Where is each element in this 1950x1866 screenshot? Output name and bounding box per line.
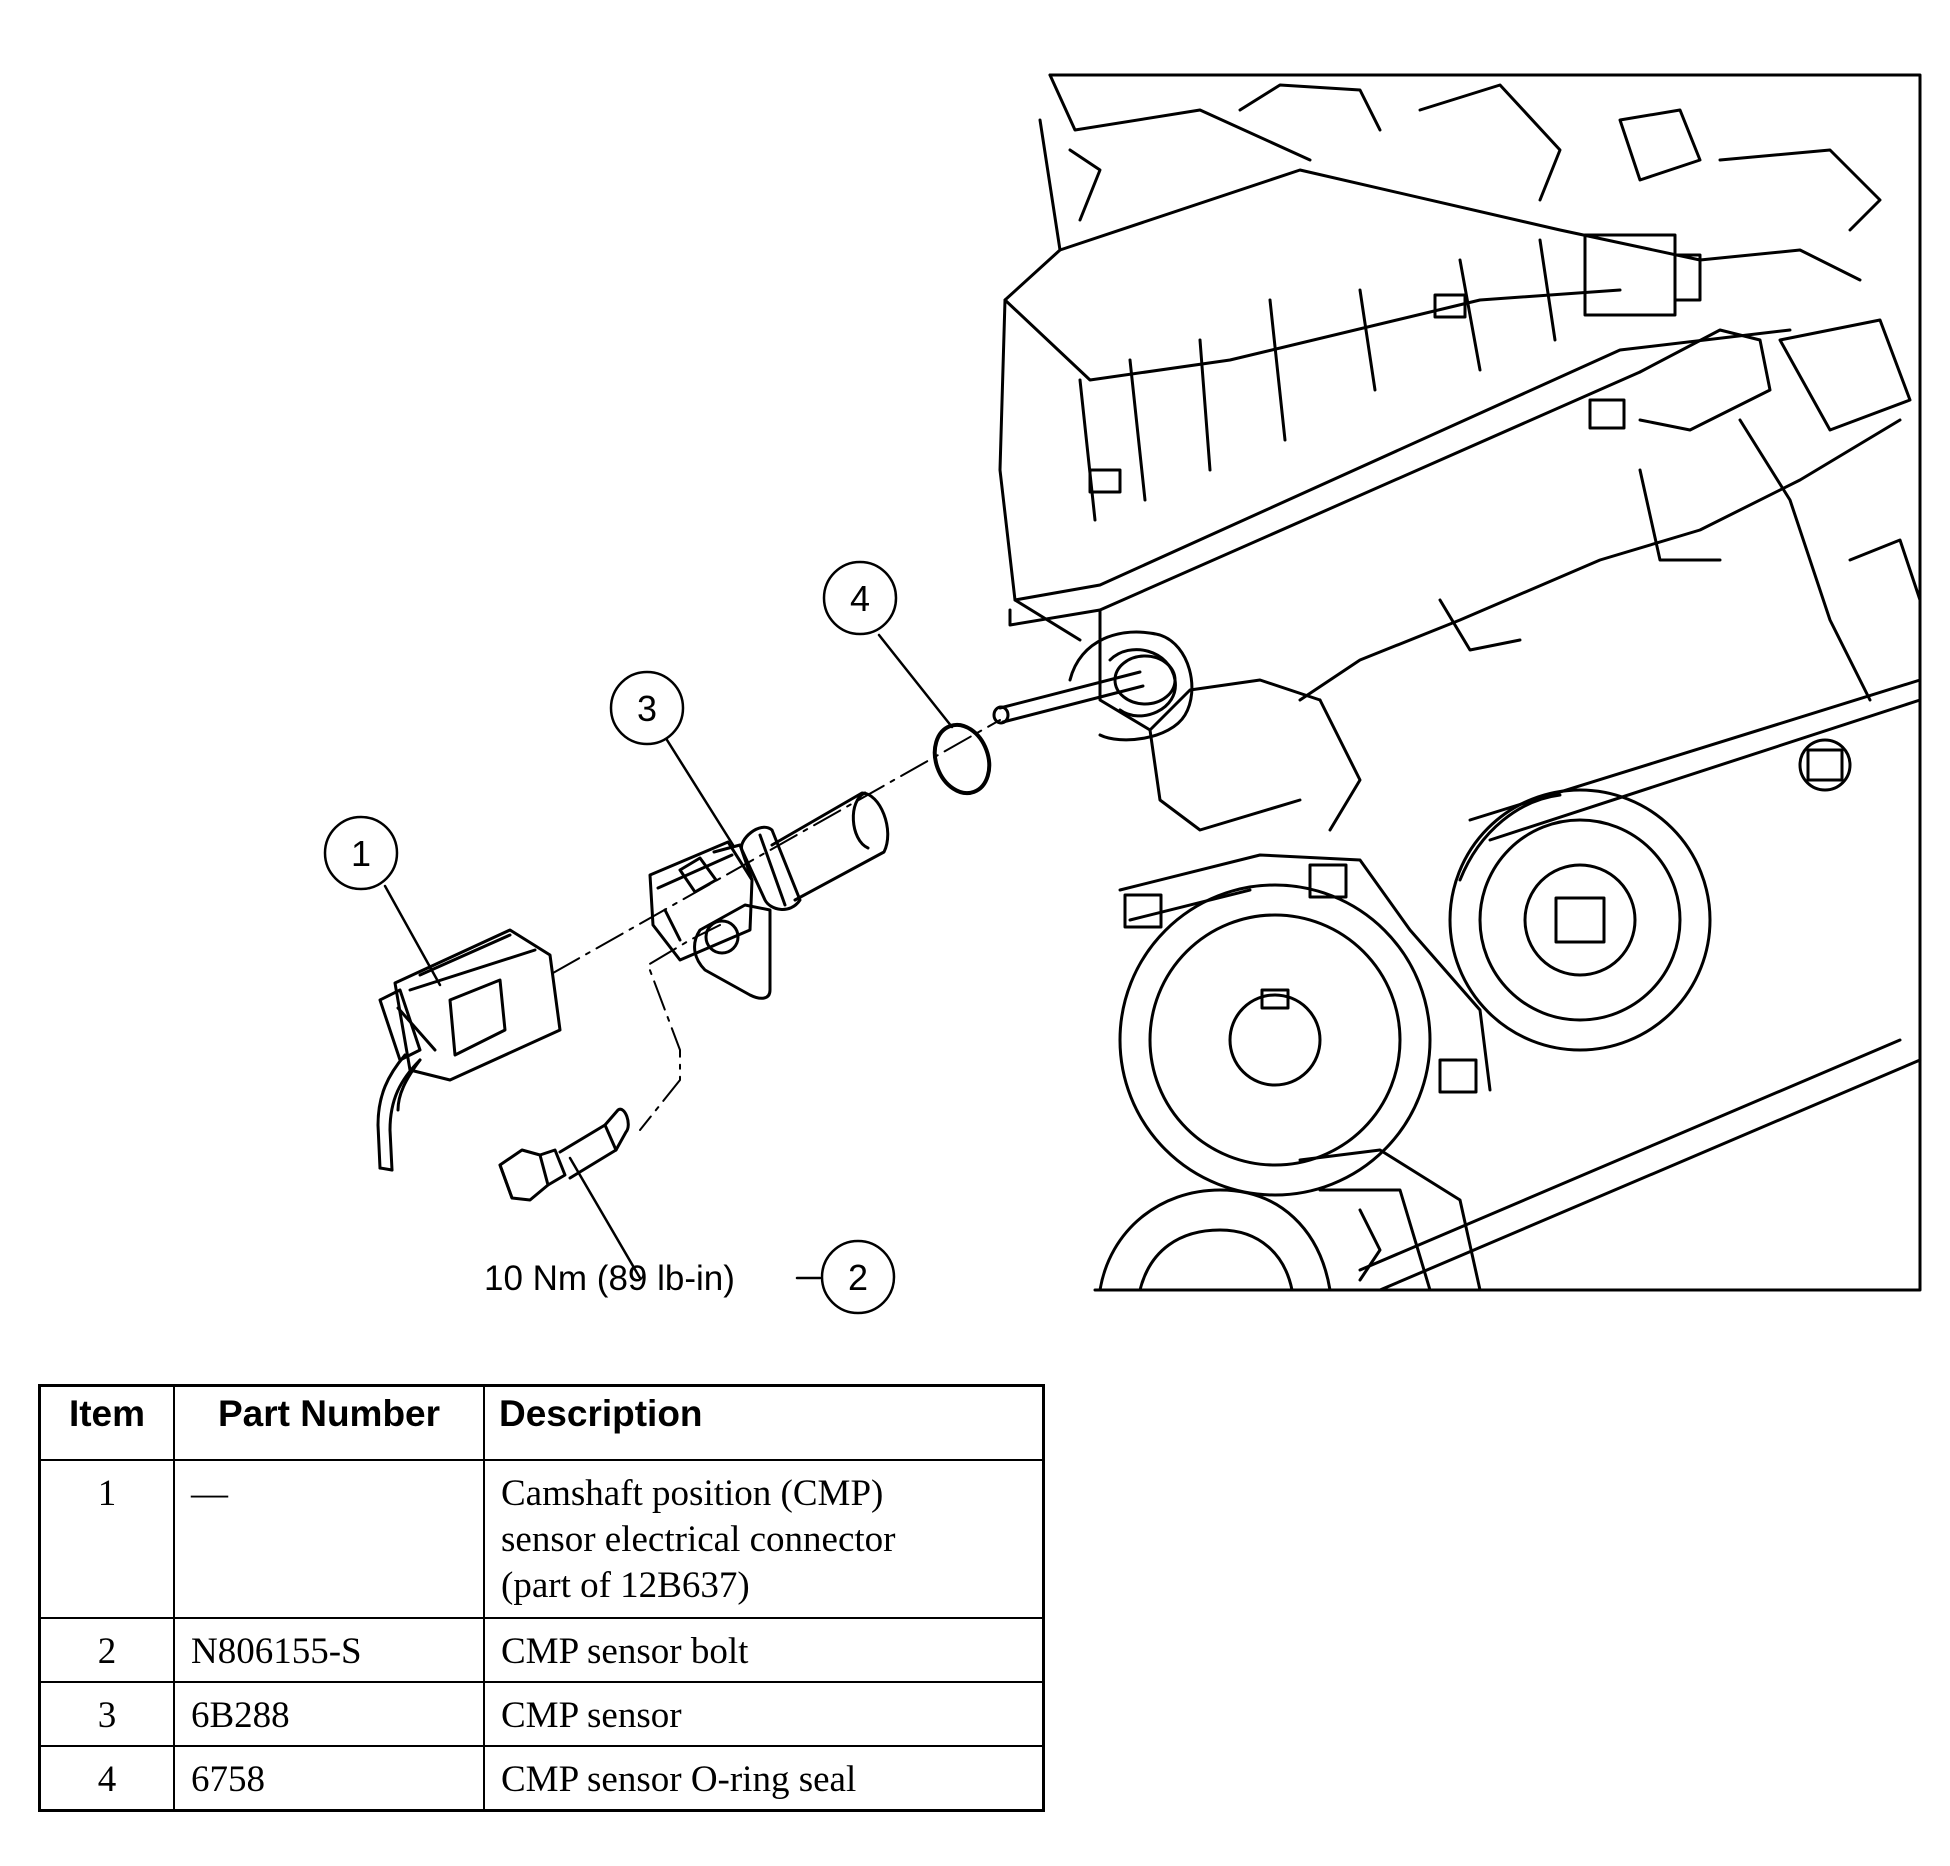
cell-description: CMP sensor bolt [483, 1617, 1045, 1683]
table-header-row: Item Part Number Description [38, 1384, 1045, 1461]
header-description: Description [483, 1384, 1045, 1461]
description-line: (part of 12B637) [501, 1565, 750, 1606]
cmp-sensor [648, 791, 890, 1000]
header-item: Item [38, 1384, 175, 1461]
cell-item: 1 [38, 1459, 175, 1619]
table-row: 2 N806155-S CMP sensor bolt [38, 1617, 1045, 1683]
cell-description: Camshaft position (CMP) sensor electrica… [483, 1459, 1045, 1619]
cell-item: 3 [38, 1681, 175, 1747]
parts-table: Item Part Number Description 1 — Camshaf… [38, 1384, 1045, 1812]
cell-part-number: N806155-S [173, 1617, 485, 1683]
exploded-view-diagram: 1 3 4 2 10 Nm (89 lb-in) N0005789 [323, 73, 1922, 1315]
table-row: 3 6B288 CMP sensor [38, 1681, 1045, 1747]
description-line: Camshaft position (CMP) [501, 1473, 884, 1514]
cell-part-number: 6758 [173, 1745, 485, 1812]
description-line: CMP sensor [501, 1695, 682, 1736]
header-part-number: Part Number [173, 1384, 485, 1461]
leader-lines [383, 633, 954, 1280]
callout-4: 4 [850, 578, 870, 619]
electrical-connector [376, 928, 562, 1172]
description-line: sensor electrical connector [501, 1519, 896, 1560]
engine-illustration [992, 73, 1922, 1292]
cell-description: CMP sensor O-ring seal [483, 1745, 1045, 1812]
alignment-lines [552, 719, 1001, 1131]
callout-2: 2 [848, 1257, 868, 1298]
table-row: 1 — Camshaft position (CMP) sensor elect… [38, 1459, 1045, 1619]
torque-spec: 10 Nm (89 lb-in) [484, 1259, 735, 1298]
cell-item: 4 [38, 1745, 175, 1812]
cell-item: 2 [38, 1617, 175, 1683]
callout-1: 1 [351, 833, 371, 874]
cell-description: CMP sensor [483, 1681, 1045, 1747]
description-line: CMP sensor bolt [501, 1631, 749, 1672]
o-ring-seal [932, 722, 992, 796]
table-row: 4 6758 CMP sensor O-ring seal [38, 1745, 1045, 1812]
callout-3: 3 [637, 688, 657, 729]
description-line: CMP sensor O-ring seal [501, 1759, 857, 1800]
cell-part-number: — [173, 1459, 485, 1619]
sensor-bolt [498, 1107, 630, 1202]
cell-part-number: 6B288 [173, 1681, 485, 1747]
callout-circles [323, 560, 898, 1315]
